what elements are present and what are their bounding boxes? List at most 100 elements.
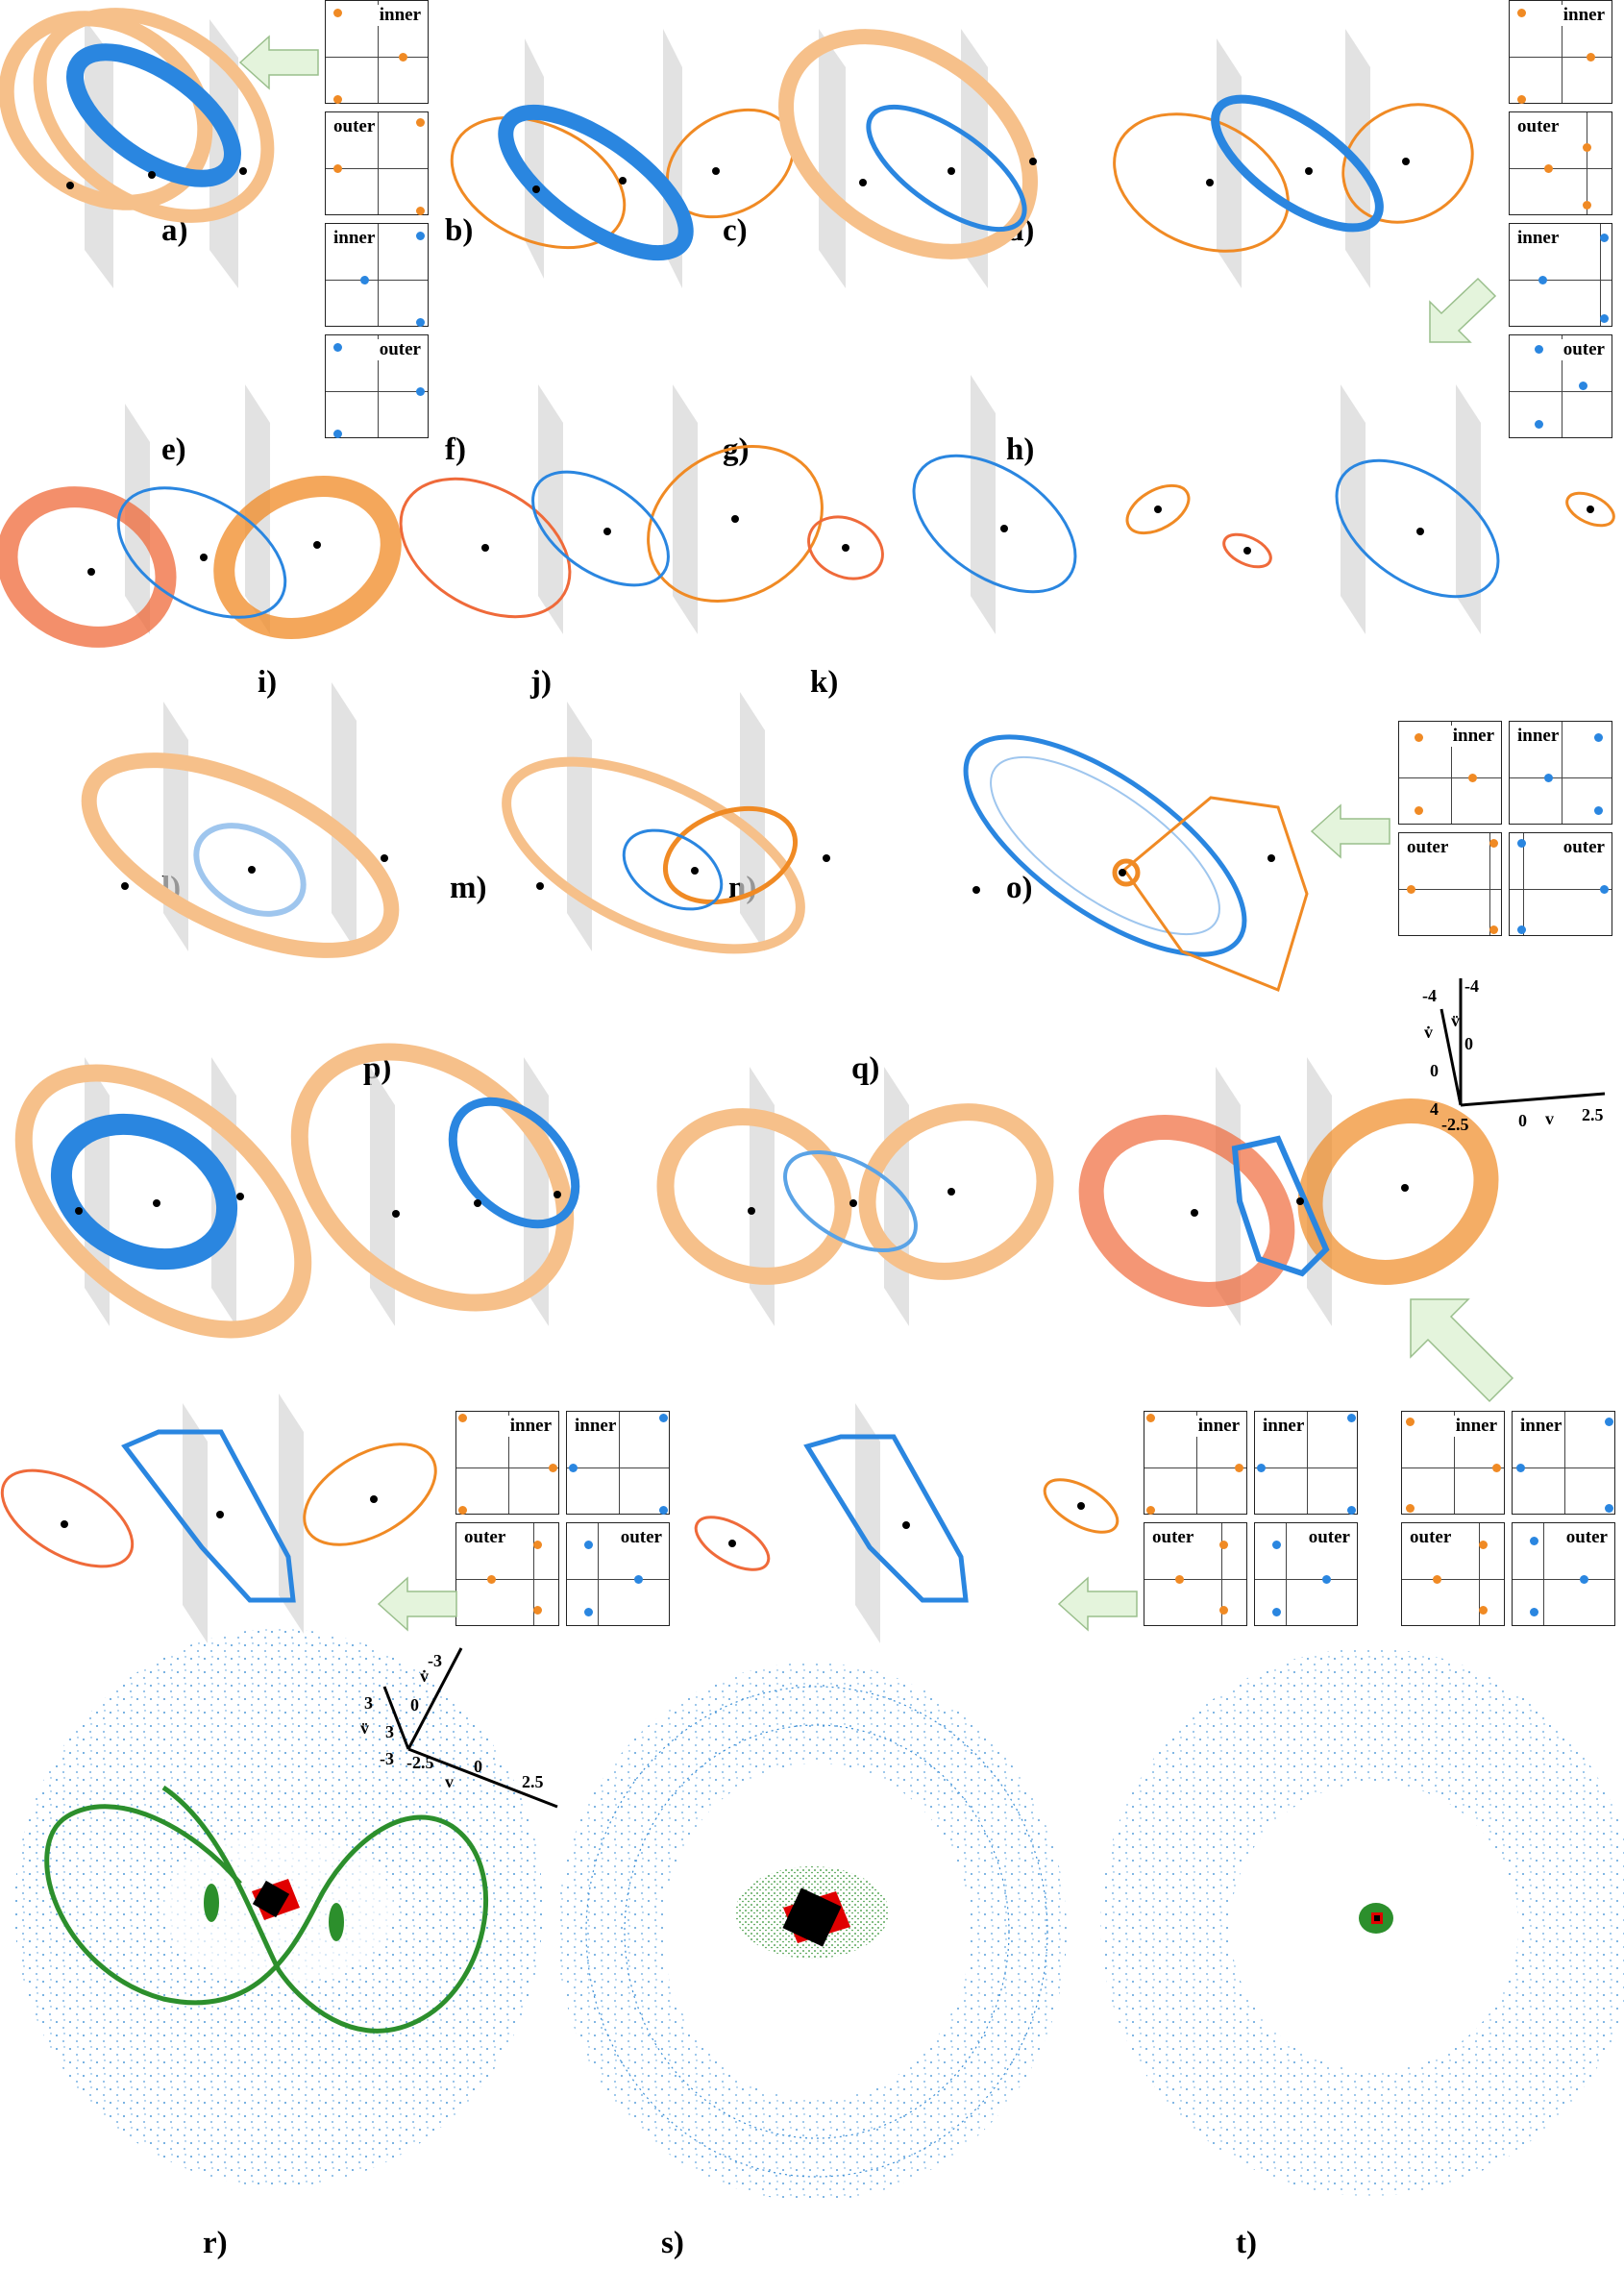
panel-label-e: e): [161, 432, 186, 467]
axis-tick: -2.5: [1441, 1115, 1469, 1134]
inset-label: inner: [1518, 1416, 1564, 1437]
inset-label: outer: [462, 1527, 508, 1548]
axis-tick: 4: [1430, 1099, 1439, 1119]
inset-label: outer: [618, 1527, 664, 1548]
arrow-down-left-icon: [1429, 277, 1497, 343]
inset-p-inner-blue: inner: [566, 1411, 670, 1515]
panel-p-plot: [0, 1393, 437, 1643]
panel-n-plot: [656, 1067, 1054, 1326]
axis-tick: 2.5: [1582, 1105, 1604, 1124]
axis-label-v: v: [1545, 1109, 1554, 1128]
inset-p-inner-orange: inner: [455, 1411, 559, 1515]
inset-label: inner: [1261, 1416, 1307, 1437]
axis-tick: -4: [1422, 986, 1437, 1005]
panel-label-i: i): [258, 665, 278, 700]
inset-p-outer-blue: outer: [566, 1522, 670, 1626]
panel-d-plot: [1113, 29, 1474, 288]
panel-f-plot: [399, 384, 884, 634]
inset-k-outer-orange: outer: [1398, 832, 1502, 936]
inset-a-outer-blue: outer: [325, 334, 429, 438]
inset-label: outer: [1408, 1527, 1454, 1548]
inset-q1-outer-orange: outer: [1144, 1522, 1247, 1626]
panel-q-plot: [694, 1403, 1120, 1643]
inset-q2-outer-orange: outer: [1401, 1522, 1505, 1626]
panel-l-plot: [14, 1057, 312, 1339]
inset-k-outer-blue: outer: [1509, 832, 1612, 936]
arrow-left-icon: [377, 1576, 457, 1632]
panel-a-plot: [0, 8, 275, 288]
panel-label-j: j): [530, 665, 552, 700]
panel-label-k: k): [810, 665, 839, 700]
inset-q2-inner-blue: inner: [1512, 1411, 1615, 1515]
axis-tick: -4: [1464, 976, 1479, 996]
panel-h-plot: [1335, 384, 1615, 634]
inset-label: inner: [1561, 5, 1607, 26]
panel-label-m: m): [450, 871, 487, 905]
panel-s-plot: [557, 1663, 1067, 2201]
arrow-left-icon: [1310, 803, 1390, 859]
inset-label: inner: [573, 1416, 619, 1437]
inset-q2-inner-orange: inner: [1401, 1411, 1505, 1515]
axis-tick: -3: [428, 1651, 442, 1670]
inset-label: outer: [1561, 837, 1607, 858]
panel-e-plot: [0, 384, 402, 648]
axis-tick: 2.5: [522, 1772, 544, 1791]
inset-label: outer: [1561, 339, 1607, 360]
panel-label-t: t): [1236, 2226, 1257, 2260]
axis-tick: 3: [385, 1722, 394, 1741]
inset-label: inner: [507, 1416, 554, 1437]
inset-a-inner-blue: inner: [325, 223, 429, 327]
axis-tick: 3: [364, 1693, 373, 1713]
inset-k-inner-blue: inner: [1509, 721, 1612, 825]
inset-label: outer: [1306, 1527, 1352, 1548]
inset-k-inner-orange: inner: [1398, 721, 1502, 825]
inset-d-inner-orange: inner: [1509, 0, 1612, 104]
inset-label: inner: [1515, 228, 1562, 249]
panel-k-plot: [963, 734, 1309, 993]
panel-m-plot: [290, 1043, 580, 1326]
axes-triad-bottom: v̇ -3 0 3 v̈ 3 -3 -2.5 0 v 2.5: [360, 1647, 558, 1809]
axis-tick: 0: [1518, 1111, 1527, 1130]
arrow-up-left-icon: [1410, 1298, 1514, 1403]
panel-label-s: s): [661, 2226, 684, 2260]
axis-tick: 0: [410, 1695, 419, 1714]
panel-c-plot: [778, 29, 1038, 288]
inset-label: outer: [1405, 837, 1451, 858]
panel-label-h: h): [1006, 432, 1035, 467]
inset-q2-outer-blue: outer: [1512, 1522, 1615, 1626]
panel-t-plot: [1100, 1648, 1624, 2196]
axis-tick: -2.5: [406, 1753, 434, 1772]
inset-label: outer: [1515, 116, 1562, 137]
inset-label: outer: [1150, 1527, 1196, 1548]
inset-label: inner: [377, 5, 423, 26]
axis-label-vddot: v̈: [360, 1718, 369, 1738]
inset-a-inner-orange: inner: [325, 0, 429, 104]
panel-i-plot: [81, 682, 400, 958]
panel-b-plot: [450, 29, 796, 288]
axis-tick: -3: [380, 1749, 394, 1768]
inset-d-outer-orange: outer: [1509, 111, 1612, 215]
axis-tick: 0: [1464, 1034, 1473, 1053]
panel-g-plot: [912, 375, 1272, 634]
inset-d-outer-blue: outer: [1509, 334, 1612, 438]
panel-j-plot: [502, 692, 830, 954]
axes-triad-top: -4 v̈ 0 -4 v̇ 0 4 -2.5 0 v 2.5: [1422, 976, 1606, 1134]
inset-q1-inner-blue: inner: [1254, 1411, 1358, 1515]
panel-label-b: b): [445, 213, 474, 248]
inset-a-outer-orange: outer: [325, 111, 429, 215]
inset-label: inner: [1450, 726, 1496, 747]
axis-label-vddot: v̈: [1451, 1011, 1460, 1030]
panel-label-c: c): [723, 213, 748, 248]
axis-label-vdot: v̇: [1424, 1023, 1433, 1042]
inset-p-outer-orange: outer: [455, 1522, 559, 1626]
inset-d-inner-blue: inner: [1509, 223, 1612, 327]
arrow-left-icon: [1057, 1576, 1138, 1632]
axis-label-v: v: [445, 1772, 454, 1791]
inset-q1-outer-blue: outer: [1254, 1522, 1358, 1626]
inset-q1-inner-orange: inner: [1144, 1411, 1247, 1515]
panel-o-plot: [1078, 1057, 1499, 1326]
panel-label-q: q): [851, 1051, 880, 1086]
panel-r-plot: [14, 1629, 543, 2186]
axis-label-vdot: v̇: [420, 1666, 429, 1686]
